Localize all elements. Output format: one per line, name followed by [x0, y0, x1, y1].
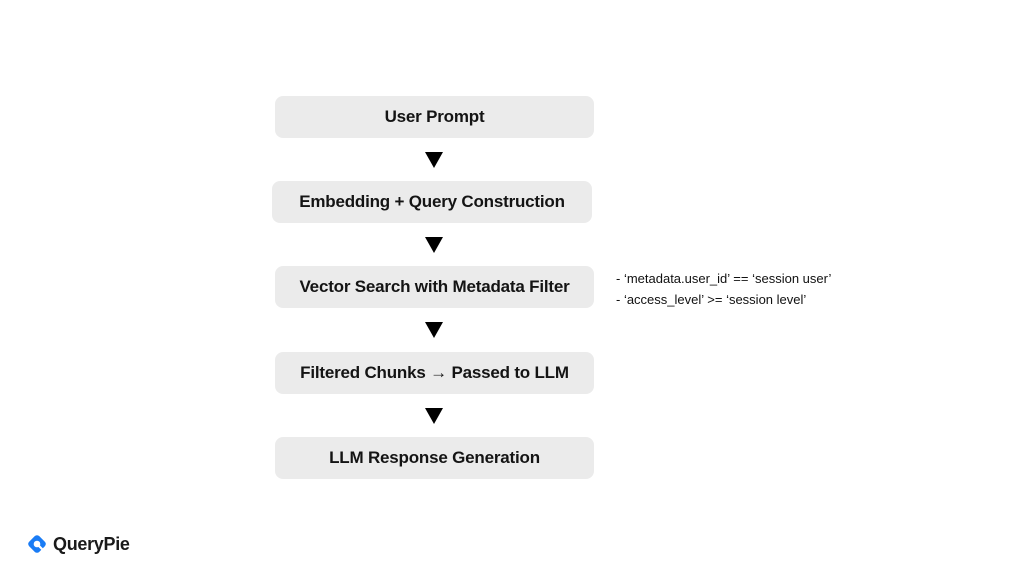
step-llm-response: LLM Response Generation: [275, 437, 594, 479]
filter-note-access-level: - ‘access_level’ >= ‘session level’: [616, 292, 807, 307]
arrow-down-icon: [425, 152, 443, 168]
arrow-down-icon: [425, 237, 443, 253]
brand-logo: QueryPie: [26, 532, 130, 556]
querypie-logo-icon: [28, 535, 46, 553]
brand-name: QueryPie: [53, 533, 130, 554]
arrow-down-icon: [425, 322, 443, 338]
step-user-prompt: User Prompt: [275, 96, 594, 138]
arrow-down-icon: [425, 408, 443, 424]
filter-note-user-id: - ‘metadata.user_id’ == ‘session user’: [616, 271, 832, 286]
step-filtered-chunks: Filtered Chunks → Passed to LLM: [275, 352, 594, 394]
step-vector-search: Vector Search with Metadata Filter: [275, 266, 594, 308]
metadata-filter-notes: - ‘metadata.user_id’ == ‘session user’ -…: [616, 268, 831, 310]
step-embedding-query-construction: Embedding + Query Construction: [272, 181, 592, 223]
